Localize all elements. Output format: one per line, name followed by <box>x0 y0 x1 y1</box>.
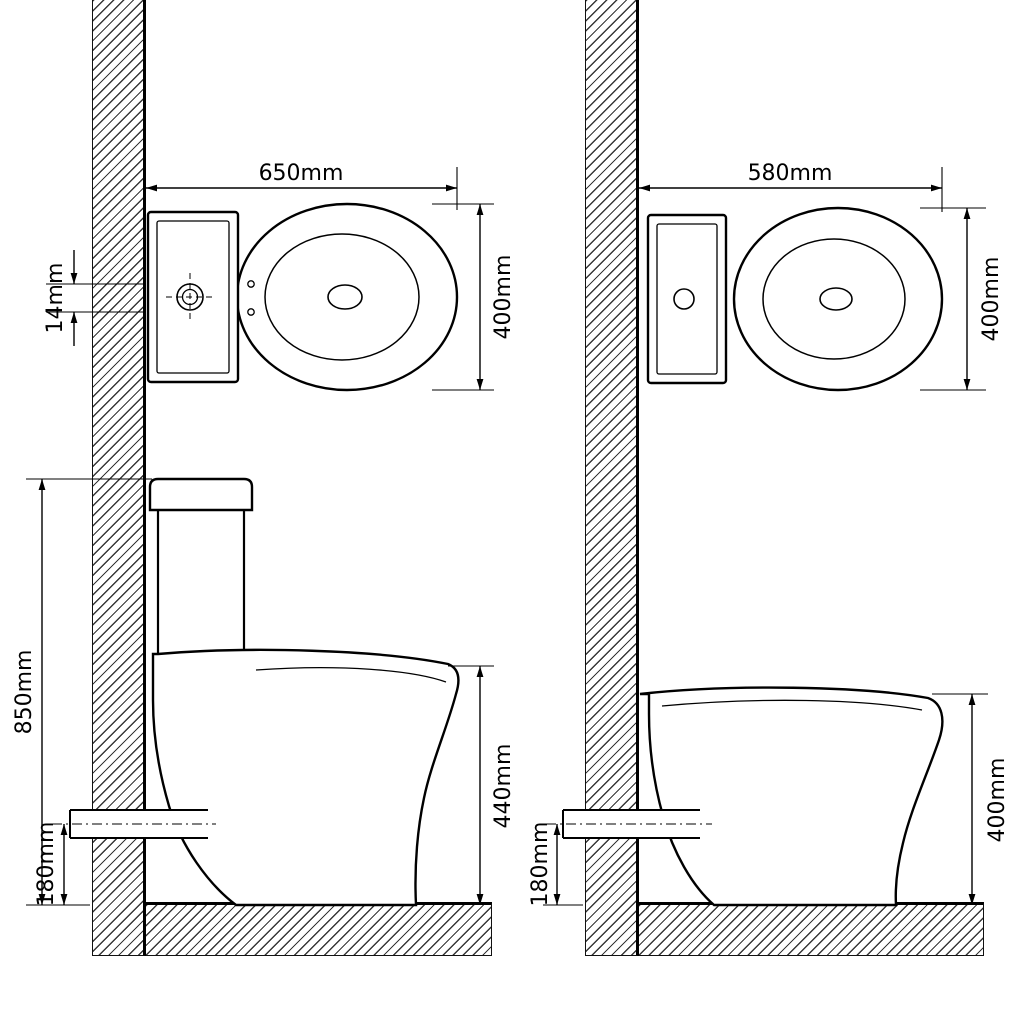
left-cistern-lid <box>148 477 254 512</box>
dim-label-440mm: 440mm <box>491 744 516 829</box>
dim-label-650mm: 650mm <box>259 161 344 186</box>
right-cistern-top-outer <box>646 213 728 385</box>
left-hinge-bolt-top <box>247 280 255 288</box>
right-bowl-drain-hole <box>819 287 853 311</box>
left-toilet-top-view <box>146 202 459 392</box>
left-dim-offset-14: 14mm <box>43 250 146 346</box>
left-dim-height-440: 440mm <box>448 665 516 905</box>
right-dim-width-580: 580mm <box>639 161 943 212</box>
right-wall-hatched <box>585 0 639 956</box>
left-bowl-drain-hole <box>327 284 363 310</box>
right-dim-depth-400: 400mm <box>920 207 1004 391</box>
right-flush-button <box>673 288 695 310</box>
left-dim-outlet-180: 180mm <box>34 822 68 907</box>
right-bowl-outer-ellipse <box>732 206 944 392</box>
right-cistern-top-inner <box>656 223 718 375</box>
left-dim-width-650: 650mm <box>146 161 458 210</box>
dim-label-14mm: 14mm <box>43 263 68 334</box>
dim-label-180mm-left: 180mm <box>34 822 59 907</box>
left-seat-edge-line <box>255 667 447 683</box>
right-toilet-side-view <box>546 686 944 907</box>
left-cistern-body <box>156 510 246 654</box>
right-floor-hatched <box>639 902 984 956</box>
right-dim-height-400: 400mm <box>932 693 1010 905</box>
right-toilet-top-view <box>646 206 944 392</box>
right-bowl-profile <box>639 686 944 907</box>
left-toilet-side-view <box>52 477 460 907</box>
dim-label-580mm: 580mm <box>748 161 833 186</box>
dim-label-top-400mm-right: 400mm <box>979 257 1004 342</box>
left-wall-hatched <box>92 0 146 956</box>
left-hinge-bolt-bottom <box>247 308 255 316</box>
right-seat-edge-line <box>661 699 923 711</box>
right-dim-outlet-180: 180mm <box>528 822 583 907</box>
left-bowl-profile <box>151 648 460 907</box>
right-bowl-inner-ellipse <box>762 238 906 360</box>
dim-label-180mm-right: 180mm <box>528 822 553 907</box>
left-floor-hatched <box>146 902 492 956</box>
dim-label-side-400mm-right: 400mm <box>985 758 1010 843</box>
left-dim-height-850: 850mm <box>12 478 152 906</box>
dim-label-top-400mm-left: 400mm <box>491 255 516 340</box>
left-dim-depth-400: 400mm <box>432 203 516 391</box>
left-bowl-outer-ellipse <box>235 202 459 392</box>
left-cistern-top-outer <box>146 210 240 384</box>
dim-label-850mm: 850mm <box>12 650 37 735</box>
left-cistern-top-inner <box>156 220 230 374</box>
left-bowl-inner-ellipse <box>264 233 420 361</box>
